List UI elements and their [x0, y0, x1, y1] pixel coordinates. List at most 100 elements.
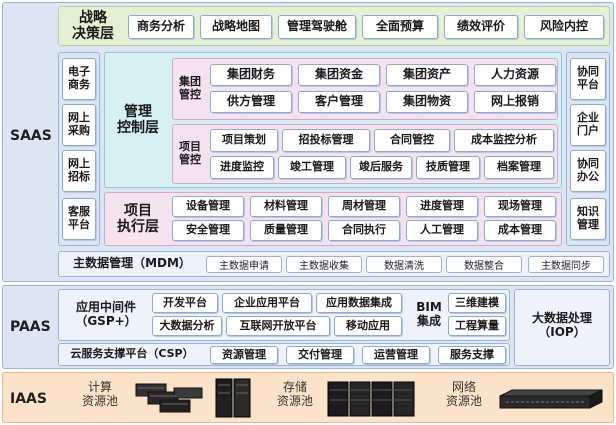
group-item: 供方管理: [210, 91, 292, 113]
gsp-title-line1: 应用中间件: [75, 300, 136, 315]
project-item: 成本监控分析: [454, 129, 554, 152]
mdm-item: 主数据同步: [528, 256, 604, 273]
gsp-item: 应用数据集成: [316, 293, 402, 313]
project-item: 技质管理: [416, 156, 480, 179]
csp-item: 资源管理: [210, 346, 278, 364]
gsp-item: 企业应用平台: [222, 293, 312, 313]
exec-item: 周材管理: [328, 196, 400, 217]
project-item: 招投标管理: [282, 129, 370, 152]
group-item: 网上报销: [474, 91, 556, 113]
project-item: 竣工管理: [278, 156, 346, 179]
exec-item: 质量管理: [250, 220, 322, 241]
gsp-item: 互联网开放平台: [226, 316, 330, 336]
mdm-item: 主数据申请: [206, 256, 282, 273]
storage-pool-label: 存储 资源池: [270, 380, 320, 409]
compute-pool-label: 计算 资源池: [72, 380, 128, 409]
project-label-line1: 项目: [179, 140, 201, 154]
bim-item: 三维建模: [448, 293, 506, 313]
group-label: 集团 管控: [174, 72, 206, 106]
group-label-line1: 集团: [179, 75, 201, 89]
mdm-item: 数据清洗: [366, 256, 442, 273]
iop-title-line2: （IOP）: [538, 325, 586, 339]
right-col-item: 知识 管理: [570, 198, 606, 240]
left-col-item: 客服 平台: [62, 198, 96, 240]
storage-line2: 资源池: [276, 394, 313, 409]
project-item: 项目策划: [210, 129, 278, 152]
exec-item: 设备管理: [172, 196, 244, 217]
network-switch-icon: [496, 388, 606, 412]
project-label: 项目 管控: [174, 137, 206, 171]
exec-item: 合同执行: [328, 220, 400, 241]
gsp-item: 移动应用: [334, 316, 402, 336]
storage-line1: 存储: [282, 380, 307, 394]
group-item: 人力资源: [474, 64, 556, 86]
left-col-item: 网上 采购: [62, 104, 96, 146]
iaas-label: IAAS: [10, 391, 47, 407]
csp-item: 服务支撑: [438, 346, 506, 364]
strategy-item: 管理驾驶舱: [278, 15, 356, 39]
strategy-item: 风险内控: [524, 15, 604, 39]
bim-title-line1: BIM: [416, 300, 442, 315]
gsp-item: 大数据分析: [152, 316, 222, 336]
strategy-title-line2: 决策层: [72, 26, 114, 42]
compute-rack-icon: [212, 377, 256, 419]
strategy-item: 商务分析: [128, 15, 194, 39]
csp-title: 云服务支撑平台（CSP）: [70, 347, 194, 361]
mgmt-title-line1: 管理: [124, 103, 152, 120]
right-col-item: 企业 门户: [570, 104, 606, 146]
mgmt-title: 管理 控制层: [108, 100, 168, 140]
mdm-title: 主数据管理（MDM）: [73, 256, 191, 271]
group-item: 集团物资: [386, 91, 468, 113]
left-col-item: 网上 招标: [62, 150, 96, 192]
right-col-item: 协同 办公: [570, 150, 606, 192]
exec-item: 材料管理: [250, 196, 322, 217]
group-item: 集团财务: [210, 64, 292, 86]
group-item: 集团资金: [298, 64, 380, 86]
strategy-item: 绩效评价: [444, 15, 518, 39]
strategy-title: 战略 决策层: [64, 8, 122, 44]
strategy-item: 战略地图: [200, 15, 272, 39]
group-item: 集团资产: [386, 64, 468, 86]
exec-item: 人工管理: [406, 220, 478, 241]
mdm-item: 数据整合: [446, 256, 522, 273]
exec-title-line2: 执行层: [117, 219, 159, 235]
paas-label: PAAS: [10, 319, 51, 335]
network-pool-label: 网络 资源池: [436, 380, 492, 409]
left-col-item: 电子 商务: [62, 58, 96, 100]
compute-servers-icon: [134, 380, 206, 418]
bim-title: BIM 集成: [412, 296, 446, 334]
exec-item: 进度管理: [406, 196, 478, 217]
gsp-title-line2: （GSP+）: [75, 314, 137, 328]
iop-title: 大数据处理 （IOP）: [516, 306, 608, 346]
exec-item: 成本管理: [484, 220, 556, 241]
strategy-item: 全面预算: [362, 15, 438, 39]
network-line2: 资源池: [445, 394, 482, 409]
csp-item: 交付管理: [286, 346, 354, 364]
saas-label: SAAS: [10, 128, 52, 144]
storage-array-icon: [326, 378, 426, 418]
compute-line1: 计算: [87, 380, 112, 394]
project-item: 进度监控: [210, 156, 274, 179]
group-label-line2: 管控: [179, 88, 201, 101]
group-item: 客户管理: [298, 91, 380, 113]
exec-item: 安全管理: [172, 220, 244, 241]
exec-title: 项目 执行层: [108, 199, 168, 239]
right-col-item: 协同 平台: [570, 58, 606, 100]
project-item: 档案管理: [484, 156, 554, 179]
exec-item: 现场管理: [484, 196, 556, 217]
project-label-line2: 管控: [179, 153, 201, 166]
strategy-title-line1: 战略: [79, 9, 107, 26]
mdm-item: 主数据收集: [286, 256, 362, 273]
project-item: 竣后服务: [350, 156, 412, 179]
network-line1: 网络: [451, 380, 476, 394]
bim-title-line2: 集成: [416, 314, 441, 328]
csp-item: 运营管理: [362, 346, 430, 364]
bim-item: 工程算量: [448, 316, 506, 336]
compute-line2: 资源池: [81, 394, 118, 409]
exec-title-line1: 项目: [124, 202, 152, 219]
iop-panel: [514, 289, 610, 366]
project-item: 合同管控: [374, 129, 450, 152]
gsp-title: 应用中间件 （GSP+）: [62, 296, 150, 334]
mgmt-title-line2: 控制层: [117, 120, 159, 136]
gsp-item: 开发平台: [152, 293, 218, 313]
